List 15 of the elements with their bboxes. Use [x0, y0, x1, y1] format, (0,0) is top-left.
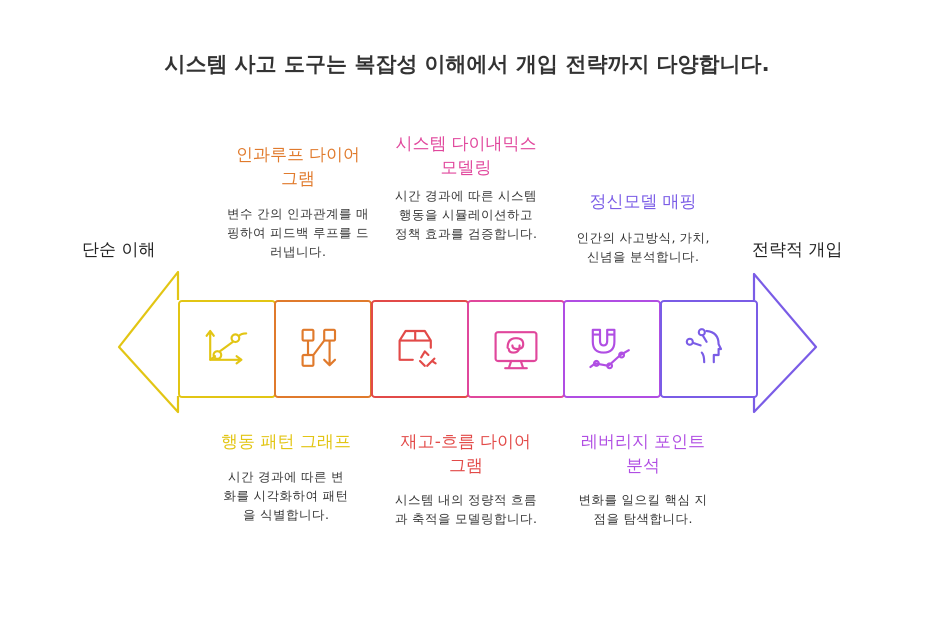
end-label: 단순 이해	[82, 239, 156, 261]
tool-heading: 행동 패턴 그래프	[220, 431, 352, 454]
description-text: 시간 경과에 따른 변화를 시각화하여 패턴을 식별합니다.	[222, 468, 350, 524]
tool-heading: 정신모델 매핑	[588, 191, 698, 214]
description-text: 변수 간의 인과관계를 매핑하여 피드백 루프를 드러냅니다.	[227, 205, 369, 261]
tool-heading: 재고-흐름 다이어그램	[400, 431, 532, 478]
tool-heading: 인과루프 다이어그램	[234, 144, 362, 191]
tool-heading: 시스템 다이내믹스 모델링	[394, 133, 538, 180]
tool-heading: 레버리지 포인트 분석	[580, 431, 706, 478]
description-text: 시간 경과에 따른 시스템 행동을 시뮬레이션하고 정책 효과를 검증합니다.	[395, 187, 537, 243]
title: 시스템 사고 도구는 복잡성 이해에서 개입 전략까지 다양합니다.	[163, 51, 771, 78]
description-text: 인간의 사고방식, 가치, 신념을 분석합니다.	[576, 229, 710, 266]
description-text: 변화를 일으킬 핵심 지점을 탐색합니다.	[578, 491, 708, 528]
description-text: 시스템 내의 정량적 흐름과 축적을 모델링합니다.	[394, 491, 537, 528]
end-label: 전략적 개입	[752, 239, 842, 261]
